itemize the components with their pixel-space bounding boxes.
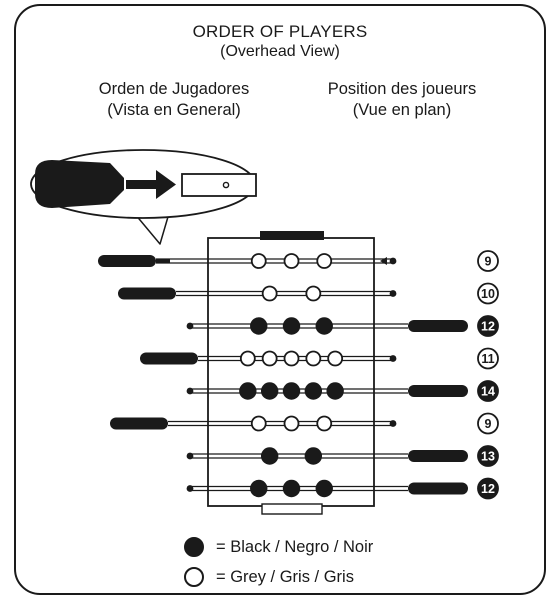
rod: 12 <box>186 477 499 500</box>
rod-handle <box>408 482 468 495</box>
grey-player-figure <box>261 285 278 302</box>
diagram-title: ORDER OF PLAYERS <box>192 22 368 41</box>
black-player-figure <box>326 382 344 400</box>
legend-grey-row: = Grey / Gris / Gris <box>184 564 354 590</box>
goal-bottom <box>261 503 323 515</box>
player-count-label: 9 <box>485 255 492 269</box>
grey-player-figure <box>283 415 300 432</box>
black-player-figure <box>304 382 323 400</box>
player-count-badge <box>477 412 499 435</box>
rod-end-cap <box>389 355 397 362</box>
player-count-badge <box>477 250 499 272</box>
arrow-left-icon <box>380 257 387 265</box>
rod-end-cap <box>186 322 194 330</box>
rod-insertion-callout <box>30 149 257 245</box>
black-player-figure <box>304 447 323 465</box>
callout-rod-hole <box>222 181 230 189</box>
player-count-badge <box>477 347 499 370</box>
grey-player-figure <box>305 350 322 367</box>
player-count-label: 12 <box>481 482 495 496</box>
black-player-figure <box>282 479 301 498</box>
player-count-label: 11 <box>481 352 494 366</box>
rod: 13 <box>186 445 499 467</box>
player-count-label: 14 <box>481 385 495 399</box>
grey-player-figure <box>261 350 278 367</box>
spanish-subtitle: (Vista en General) <box>107 101 241 119</box>
goal-top <box>260 231 324 240</box>
player-count-label: 13 <box>481 450 495 464</box>
rod-handle <box>110 417 168 430</box>
rod: 9 <box>110 412 499 435</box>
black-player-figure <box>260 382 279 400</box>
legend-grey-label: = Grey / Gris / Gris <box>216 567 354 586</box>
diagram-frame <box>14 4 546 595</box>
french-subtitle: (Vue en plan) <box>352 101 452 119</box>
grey-player-figure <box>250 253 267 269</box>
rod-handle <box>140 352 198 365</box>
player-count-label: 9 <box>485 417 492 431</box>
rod: 12 <box>186 315 499 337</box>
grey-player-figure <box>283 253 300 269</box>
player-count-badge <box>477 445 499 467</box>
black-player-figure <box>282 382 301 400</box>
black-player-figure <box>315 479 333 498</box>
spanish-title: Orden de Jugadores <box>98 80 250 98</box>
grey-player-figure <box>316 253 333 269</box>
grey-player-figure <box>316 415 333 432</box>
black-player-figure <box>250 479 268 498</box>
rod: 14 <box>186 380 499 402</box>
rod-end-cap <box>186 452 194 460</box>
rod-end-cap <box>389 290 397 297</box>
rod-handle <box>98 255 156 267</box>
rod-handle <box>408 385 468 397</box>
grey-player-figure <box>305 285 322 302</box>
player-count-badge <box>477 477 499 500</box>
player-count-badge <box>477 380 499 402</box>
player-count-label: 12 <box>481 320 495 334</box>
black-player-figure <box>239 382 257 400</box>
grey-player-figure <box>327 350 344 367</box>
grey-player-icon <box>184 567 204 587</box>
grey-player-figure <box>239 350 256 367</box>
rods-layer: 9 10 12 11 14 9 13 12 <box>98 250 499 500</box>
player-count-badge <box>477 315 499 337</box>
rod-end-cap <box>389 420 397 427</box>
black-player-figure <box>260 447 279 465</box>
grey-player-figure <box>283 350 300 367</box>
table-outline <box>207 237 375 507</box>
black-player-figure <box>250 317 268 335</box>
rod-handle <box>118 287 176 300</box>
rod-handle <box>408 450 468 462</box>
french-title: Position des joueurs <box>327 80 477 98</box>
player-count-badge <box>477 282 499 305</box>
rod-end-cap <box>186 387 194 395</box>
arrow-shaft <box>126 180 156 189</box>
rod: 10 <box>118 282 499 305</box>
grey-player-figure <box>250 415 267 432</box>
rod: 11 <box>140 347 499 370</box>
rod-handle <box>408 320 468 332</box>
black-player-figure <box>282 317 301 335</box>
legend-black-label: = Black / Negro / Noir <box>216 537 374 556</box>
rod-end-cap <box>186 485 194 492</box>
rod-end-cap <box>389 257 397 265</box>
black-player-figure <box>315 317 333 335</box>
callout-handle <box>35 160 124 208</box>
player-count-label: 10 <box>481 287 495 301</box>
diagram-subtitle: (Overhead View) <box>220 43 340 60</box>
rod: 9 <box>98 250 499 272</box>
legend-black-row: = Black / Negro / Noir <box>184 534 373 560</box>
callout-rod-end <box>181 173 257 197</box>
black-player-icon <box>184 537 204 557</box>
foosball-table <box>207 231 375 515</box>
arrow-right-icon <box>156 170 176 199</box>
